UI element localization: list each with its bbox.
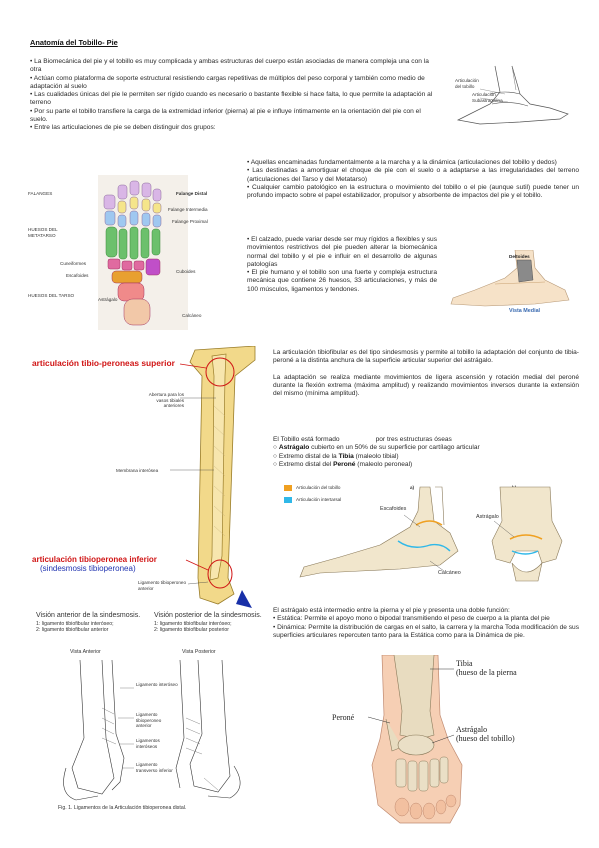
tibia-fibula-illustration <box>30 346 258 608</box>
syndesmosis-figure-caption: Fig. 1. Ligamentos de la Articulación ti… <box>58 805 187 811</box>
joints-groups-text: • Aquellas encaminadas fundamentalmente … <box>247 159 579 200</box>
talus-bone-label: Astrágalo <box>476 514 499 520</box>
medial-view-caption: Vista Medial <box>509 308 541 314</box>
medial-view-figure: Deltoides Vista Medial <box>445 250 577 318</box>
anterior-tibiofibular-ligament-label: Ligamento tibioperoneo anterior <box>138 580 187 591</box>
subtalar-joint-label: Articulación Subastragalina <box>472 92 503 103</box>
anterior-view-title: Visión anterior de la sindesmosis. <box>36 612 141 619</box>
talus-function-intro: El astrágalo está intermedio entre la pi… <box>273 607 510 614</box>
calcaneus-label: Calcáneo <box>182 313 202 318</box>
ankle-joints-sketch <box>456 65 569 125</box>
posterior-view-header: Vista Posterior <box>182 649 216 655</box>
foot-skeleton-illustration <box>299 486 563 582</box>
transverse-ligament-label: Ligamento transverso inferior <box>136 762 173 773</box>
foot-bones-figure: FALANGES HUESOS DEL METATARSO HUESOS DEL… <box>28 175 238 330</box>
legend-intertarsal-joint: Articulación intertarsal <box>296 497 342 502</box>
list-item: ○ Extremo distal de la Tibia (maleolo ti… <box>273 452 399 460</box>
talus-function-item: • Estática: Permite el apoyo mono o bipo… <box>273 615 550 623</box>
medial-foot-illustration <box>450 250 570 307</box>
syndesmosis-text: La articulación tibiofibular es del tipo… <box>273 349 579 398</box>
intro-paragraph: • Entre las articulaciones de pie se deb… <box>30 124 216 132</box>
syndesmosis-figure: Vista Anterior Vista Posterior Ligamento… <box>58 648 258 818</box>
syndesmosis-subtitle: (sindesmosis tibioperonea) <box>40 564 136 573</box>
talus-label: Astrágalo <box>98 297 118 302</box>
inferior-tibiofibular-title: articulación tibioperonea inferior <box>32 555 157 564</box>
intro-paragraph: • Por su parte el tobillo transfiere la … <box>30 107 421 124</box>
phalanges-label: FALANGES <box>28 191 53 196</box>
narrow-paragraph: • El calzado, puede variar desde ser muy… <box>247 236 437 268</box>
ankle-skin-figure: Tibia (hueso de la pierna Peroné Astrága… <box>330 655 580 825</box>
intro-paragraph: • Actúan como plataforma de soporte estr… <box>30 74 425 90</box>
interosseous-membrane-label: Membrana interósea <box>116 468 159 473</box>
vessel-opening-label: Abertura para los vasos tibiales anterio… <box>148 392 184 408</box>
page-title: Anatomía del Tobillo- Pie <box>30 38 118 47</box>
narrow-paragraph: • El pie humano y el tobillo son una fue… <box>247 269 437 293</box>
intro-text: • La Biomecánica del pie y el tobillo es… <box>30 58 438 133</box>
legend-ankle-joint: Articulación del tobillo <box>296 485 341 490</box>
articulation-figure: Articulación del tobillo Articulación in… <box>280 481 580 593</box>
ankle-joints-figure: Articulación del tobillo Articulación Su… <box>450 64 575 130</box>
group-paragraph: • Aquellas encaminadas fundamentalmente … <box>247 159 557 166</box>
tibia-label: Tibia (hueso de la pierna <box>456 659 517 678</box>
anterior-tibiofibular-label: Ligamento tibioperoneo anterior <box>136 712 162 728</box>
syndesmosis-line-drawing <box>63 659 241 801</box>
anterior-ligament-1: 1: ligamento tibiofibular interóseo; <box>36 620 114 627</box>
cuneiform-label: Cuneiformes <box>60 261 87 266</box>
ankle-joint-swatch <box>284 485 292 491</box>
talus-function-text: El astrágalo está intermedio entre la pi… <box>273 607 579 640</box>
anterior-ligament-2: 2: ligamento tibiofibular anterior <box>36 627 109 634</box>
intro-paragraph: • La Biomecánica del pie y el tobillo es… <box>30 58 429 74</box>
distal-phalanx-label: Falange Distal <box>176 191 208 196</box>
interosseous-ligament-label: Ligamento interóseo <box>136 682 178 687</box>
adaptation-paragraph: La adaptación se realiza mediante movimi… <box>273 373 579 398</box>
posterior-view-title: Visión posterior de la sindesmosis. <box>154 612 262 619</box>
foot-bones-illustration <box>98 175 188 330</box>
calcaneus-bone-label: Calcáneo <box>438 570 461 576</box>
fibula-label: Peroné <box>332 713 355 722</box>
intertarsal-joint-swatch <box>284 497 292 503</box>
posterior-ligament-2: 2: ligamento tibiofibular posterior <box>154 627 229 634</box>
talus-ankle-label: Astrágalo (hueso del tobillo) <box>456 725 515 744</box>
intro-paragraph: • Las cualidades únicas del pie le permi… <box>30 91 433 107</box>
deltoid-label: Deltoides <box>509 254 530 259</box>
shoe-text: • El calzado, puede variar desde ser muy… <box>247 236 437 294</box>
interosseous-ligaments-label: Ligamentos interóseos <box>136 738 160 749</box>
panel-a-label: a) <box>410 485 415 490</box>
tarsal-label: HUESOS DEL TARSO <box>28 293 75 298</box>
talus-function-item: • Dinámica: Permite la distribución de c… <box>273 623 580 639</box>
metatarsal-label: HUESOS DEL METATARSO <box>28 227 58 238</box>
anterior-view-caption: Visión anterior de la sindesmosis. 1: li… <box>36 612 144 634</box>
list-item: ○ Extremo distal del Peroné (maleolo per… <box>273 460 413 468</box>
ankle-skin-illustration <box>367 655 463 824</box>
group-paragraph: • Cualquier cambio patológico en la estr… <box>247 183 579 200</box>
group-paragraph: • Las destinadas a amortiguar el choque … <box>247 167 579 183</box>
anterior-view-header: Vista Anterior <box>70 649 101 655</box>
navicular-bone-label: Escafoides <box>380 506 407 512</box>
navicular-label: Escafoides <box>66 273 89 278</box>
posterior-view-caption: Visión posterior de la sindesmosis. 1: l… <box>154 612 266 634</box>
superior-tibiofibular-title: articulación tibio-peroneas superior <box>32 358 175 368</box>
posterior-ligament-1: 1: ligamento tibiofibular interóseo; <box>154 620 232 627</box>
tibia-fibula-figure: articulación tibio-peroneas superior Abe… <box>30 346 258 608</box>
syndesmosis-paragraph: La articulación tibiofibular es del tipo… <box>273 349 579 365</box>
proximal-phalanx-label: Falange Proximal <box>172 219 208 224</box>
ankle-joint-label: Articulación del tobillo <box>455 78 479 89</box>
list-item: ○ Astrágalo cubierto en un 50% de su sup… <box>273 444 480 452</box>
cuboid-label: Cuboides <box>176 269 196 274</box>
middle-phalanx-label: Falange Intermedia <box>168 207 208 212</box>
